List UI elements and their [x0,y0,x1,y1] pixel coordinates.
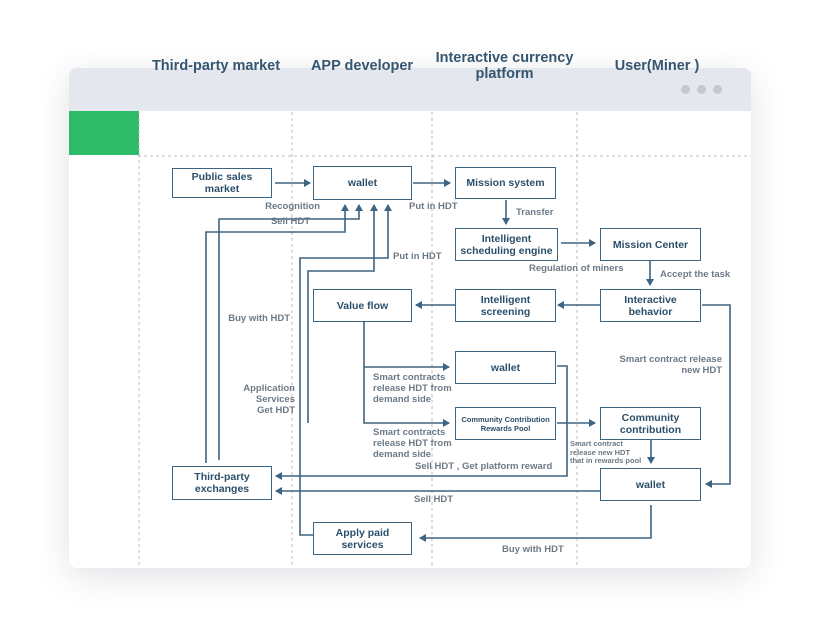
label-put-in-hdt-top: Put in HDT [409,201,458,212]
label-smart-contracts-release-1: Smart contracts release HDT from demand … [373,372,452,405]
arrow-put-in-hdt [307,204,378,423]
arrow-to-rewards-pool [363,367,450,427]
label-transfer: Transfer [516,207,554,218]
node-value-flow: Value flow [313,289,412,322]
node-intelligent-screening: Intelligent screening [455,289,556,322]
label-buy-with-hdt: Buy with HDT [228,313,290,324]
node-community-contribution: Community contribution [600,407,701,440]
arrow-buy-paid-services [419,505,652,542]
label-sell-hdt-get-platform-reward: Sell HDT , Get platform reward [415,461,553,472]
arrow-buy-with-hdt [218,204,363,460]
label-buy-with-hdt-services: Buy with HDT [502,544,564,555]
node-wallet-app-developer: wallet [313,166,412,200]
window-dot-icon [713,85,722,94]
label-accept-the-task: Accept the task [660,269,731,280]
node-mission-center: Mission Center [600,228,701,261]
window-dot-icon [681,85,690,94]
column-title-interactive-currency-platform: Interactive currency platform [435,50,574,82]
node-third-party-exchanges: Third-party exchanges [172,466,272,500]
node-interactive-behavior: Interactive behavior [600,289,701,322]
accent-tab [69,111,139,155]
label-put-in-hdt: Put in HDT [393,251,442,262]
label-sell-hdt: Sell HDT [270,216,310,227]
node-public-sales-market: Public sales market [172,168,272,198]
arrow-sell-hdt-get-reward [275,365,568,480]
arrow-sell-hdt [205,204,349,463]
arrow-behavior-to-user-wallet [702,304,731,488]
label-smart-contract-release-pool: Smart contract release new HDT that in r… [570,439,642,466]
label-recognition: Recognition [265,201,320,212]
label-sell-hdt-exchanges: Sell HDT [414,494,454,505]
label-regulation-of-miners: Regulation of miners [529,263,624,274]
window-dot-icon [697,85,706,94]
node-apply-paid-services: Apply paid services [313,522,412,555]
node-wallet-platform: wallet [455,351,556,384]
arrow-to-platform-wallet [363,322,450,371]
label-application-services-get-hdt: Application Services Get HDT [243,383,295,416]
label-smart-contract-release-new-hdt: Smart contract release new HDT [619,354,722,376]
label-smart-contracts-release-2: Smart contracts release HDT from demand … [373,427,452,460]
column-title-user-miner: User(Miner ) [614,58,700,74]
column-title-app-developer: APP developer [310,58,414,74]
node-wallet-user: wallet [600,468,701,501]
node-community-contribution-rewards-pool: Community Contribution Rewards Pool [455,407,556,440]
column-title-third-party-market: Third-party market [151,58,281,74]
node-mission-system: Mission system [455,167,556,199]
window-titlebar [69,68,751,111]
node-intelligent-scheduling-engine: Intelligent scheduling engine [455,228,558,261]
